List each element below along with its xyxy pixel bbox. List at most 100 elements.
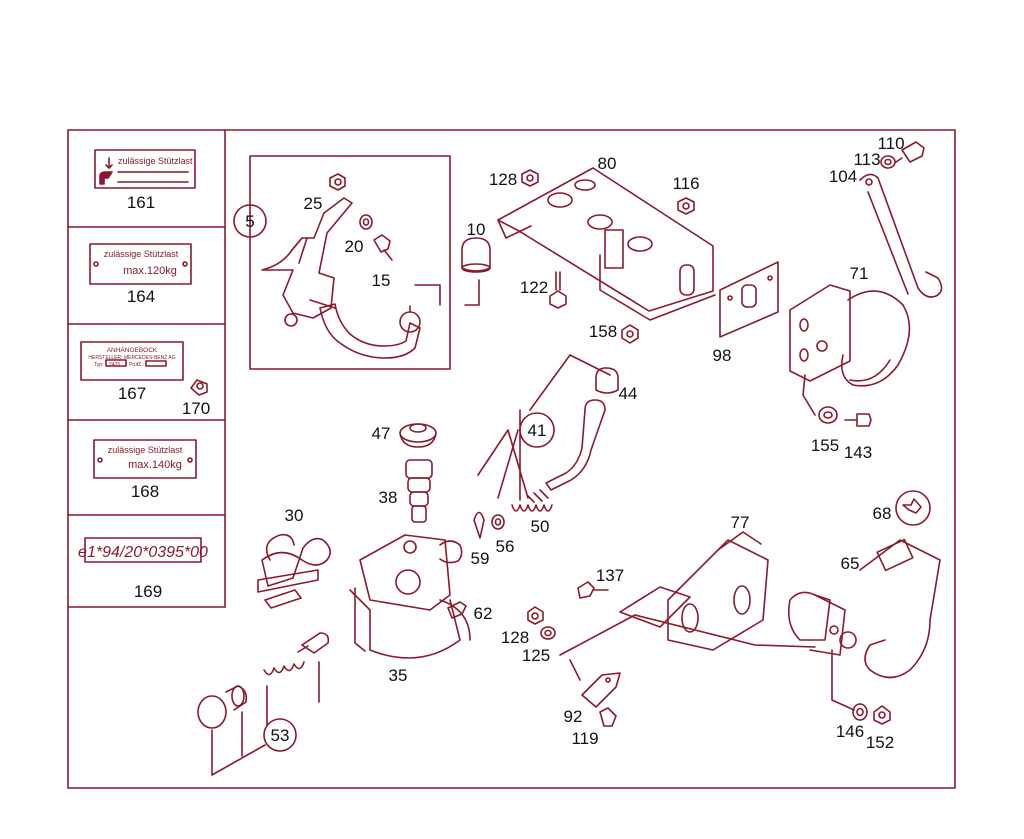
link-rod-104[interactable] [859,173,943,298]
bolt-62[interactable] [447,601,467,619]
callout-56: 56 [496,537,515,556]
knob-47[interactable] [399,423,437,448]
bolt-15[interactable] [373,234,393,261]
washer-113[interactable] [880,155,896,169]
callout-5: 5 [245,212,254,231]
plate-167-type-label: Typ: [94,362,103,368]
pin-41[interactable] [527,399,606,503]
coupling-71[interactable] [789,284,911,387]
callout-119: 119 [571,729,598,748]
nut-25[interactable] [329,173,346,191]
plate-98[interactable] [719,261,779,338]
cross-member-80[interactable] [497,167,716,321]
callout-158: 158 [589,322,617,341]
callout-98: 98 [713,346,732,365]
nut-128-bottom[interactable] [527,606,544,625]
plate-167[interactable] [80,341,184,381]
callout-110: 110 [877,134,904,153]
spring-50[interactable] [511,504,553,512]
callout-92: 92 [564,707,583,726]
callout-125: 125 [522,646,550,665]
nut-158[interactable] [621,324,639,344]
plate-161-label: 161 [127,193,155,212]
callout-65: 65 [841,554,860,573]
hook-coupling-65[interactable] [787,538,941,679]
callout-113: 113 [853,150,880,169]
leader-53 [211,661,320,776]
callout-20: 20 [345,237,364,256]
callout-68: 68 [873,504,892,523]
callout-155: 155 [811,436,839,455]
plate-169[interactable] [84,537,202,563]
callout-143: 143 [844,443,872,462]
knob-53[interactable] [197,685,248,729]
callout-10: 10 [467,220,486,239]
pin-38[interactable] [405,459,433,523]
callout-38: 38 [379,488,398,507]
bracket-92[interactable] [581,672,621,708]
pin-53[interactable] [297,632,330,654]
callout-30: 30 [285,506,304,525]
callout-116: 116 [672,174,699,193]
plate-169-label: 169 [134,582,162,601]
clamp-30[interactable] [257,533,331,609]
bolt-122[interactable] [549,271,567,309]
plate-168[interactable] [93,439,197,479]
callout-50: 50 [531,517,550,536]
plate-168-label: 168 [131,482,159,501]
cotter-pin-59[interactable] [473,511,485,539]
cap-170[interactable] [190,379,208,396]
callout-146: 146 [836,722,864,741]
plate-161-text: zulässige Stützlast [118,156,193,166]
callout-71: 71 [850,264,869,283]
plate-164-value: max.120kg [123,265,177,277]
plate-161[interactable] [94,149,196,189]
coupling-head-35[interactable] [349,534,471,659]
plate-164-text: zulässige Stützlast [104,249,179,259]
washer-20[interactable] [359,214,373,230]
bracket-77[interactable] [619,531,769,651]
callout-circle-5 [233,204,267,238]
washer-155[interactable] [818,406,838,424]
bolt-119[interactable] [599,707,617,727]
cap-170-label: 170 [182,399,210,418]
callout-53: 53 [271,726,290,745]
leader-10 [414,279,480,306]
plate-168-text: zulässige Stützlast [108,445,183,455]
bracket-5[interactable] [261,197,353,327]
cap-44[interactable] [595,367,619,394]
nut-116[interactable] [677,197,695,215]
callout-62: 62 [474,604,493,623]
washer-146[interactable] [852,703,868,721]
callout-77: 77 [731,513,750,532]
callout-15: 15 [372,271,391,290]
bolt-143[interactable] [844,413,872,427]
washer-125[interactable] [540,626,556,640]
callout-128-bottom: 128 [501,628,529,647]
wrench-icon[interactable] [895,490,931,526]
leader-77 [559,614,816,681]
washer-56[interactable] [491,514,505,530]
callout-47: 47 [372,424,391,443]
nut-152[interactable] [873,705,891,725]
callout-circle-41 [519,412,555,448]
plate-169-code: e1*94/20*0395*00 [78,544,208,561]
tow-ball-arm-5[interactable] [319,303,421,359]
callout-25: 25 [304,194,323,213]
plate-164[interactable] [89,243,192,285]
nut-128-top[interactable] [521,169,539,187]
bolt-137[interactable] [577,581,609,599]
diagram-frame [67,129,956,789]
cap-10[interactable] [461,237,491,273]
plate-167-title: ANHÄNGEBOCK [107,346,158,354]
callout-80: 80 [598,154,617,173]
callout-59: 59 [471,549,490,568]
assembly-5-box [249,155,451,370]
bolt-110[interactable] [895,141,925,163]
leader-71 [802,374,816,416]
plate-167-prufz: PrüfZ.: [129,362,144,368]
callout-35: 35 [389,666,408,685]
leader-41 [477,354,611,501]
spring-53[interactable] [263,661,305,676]
